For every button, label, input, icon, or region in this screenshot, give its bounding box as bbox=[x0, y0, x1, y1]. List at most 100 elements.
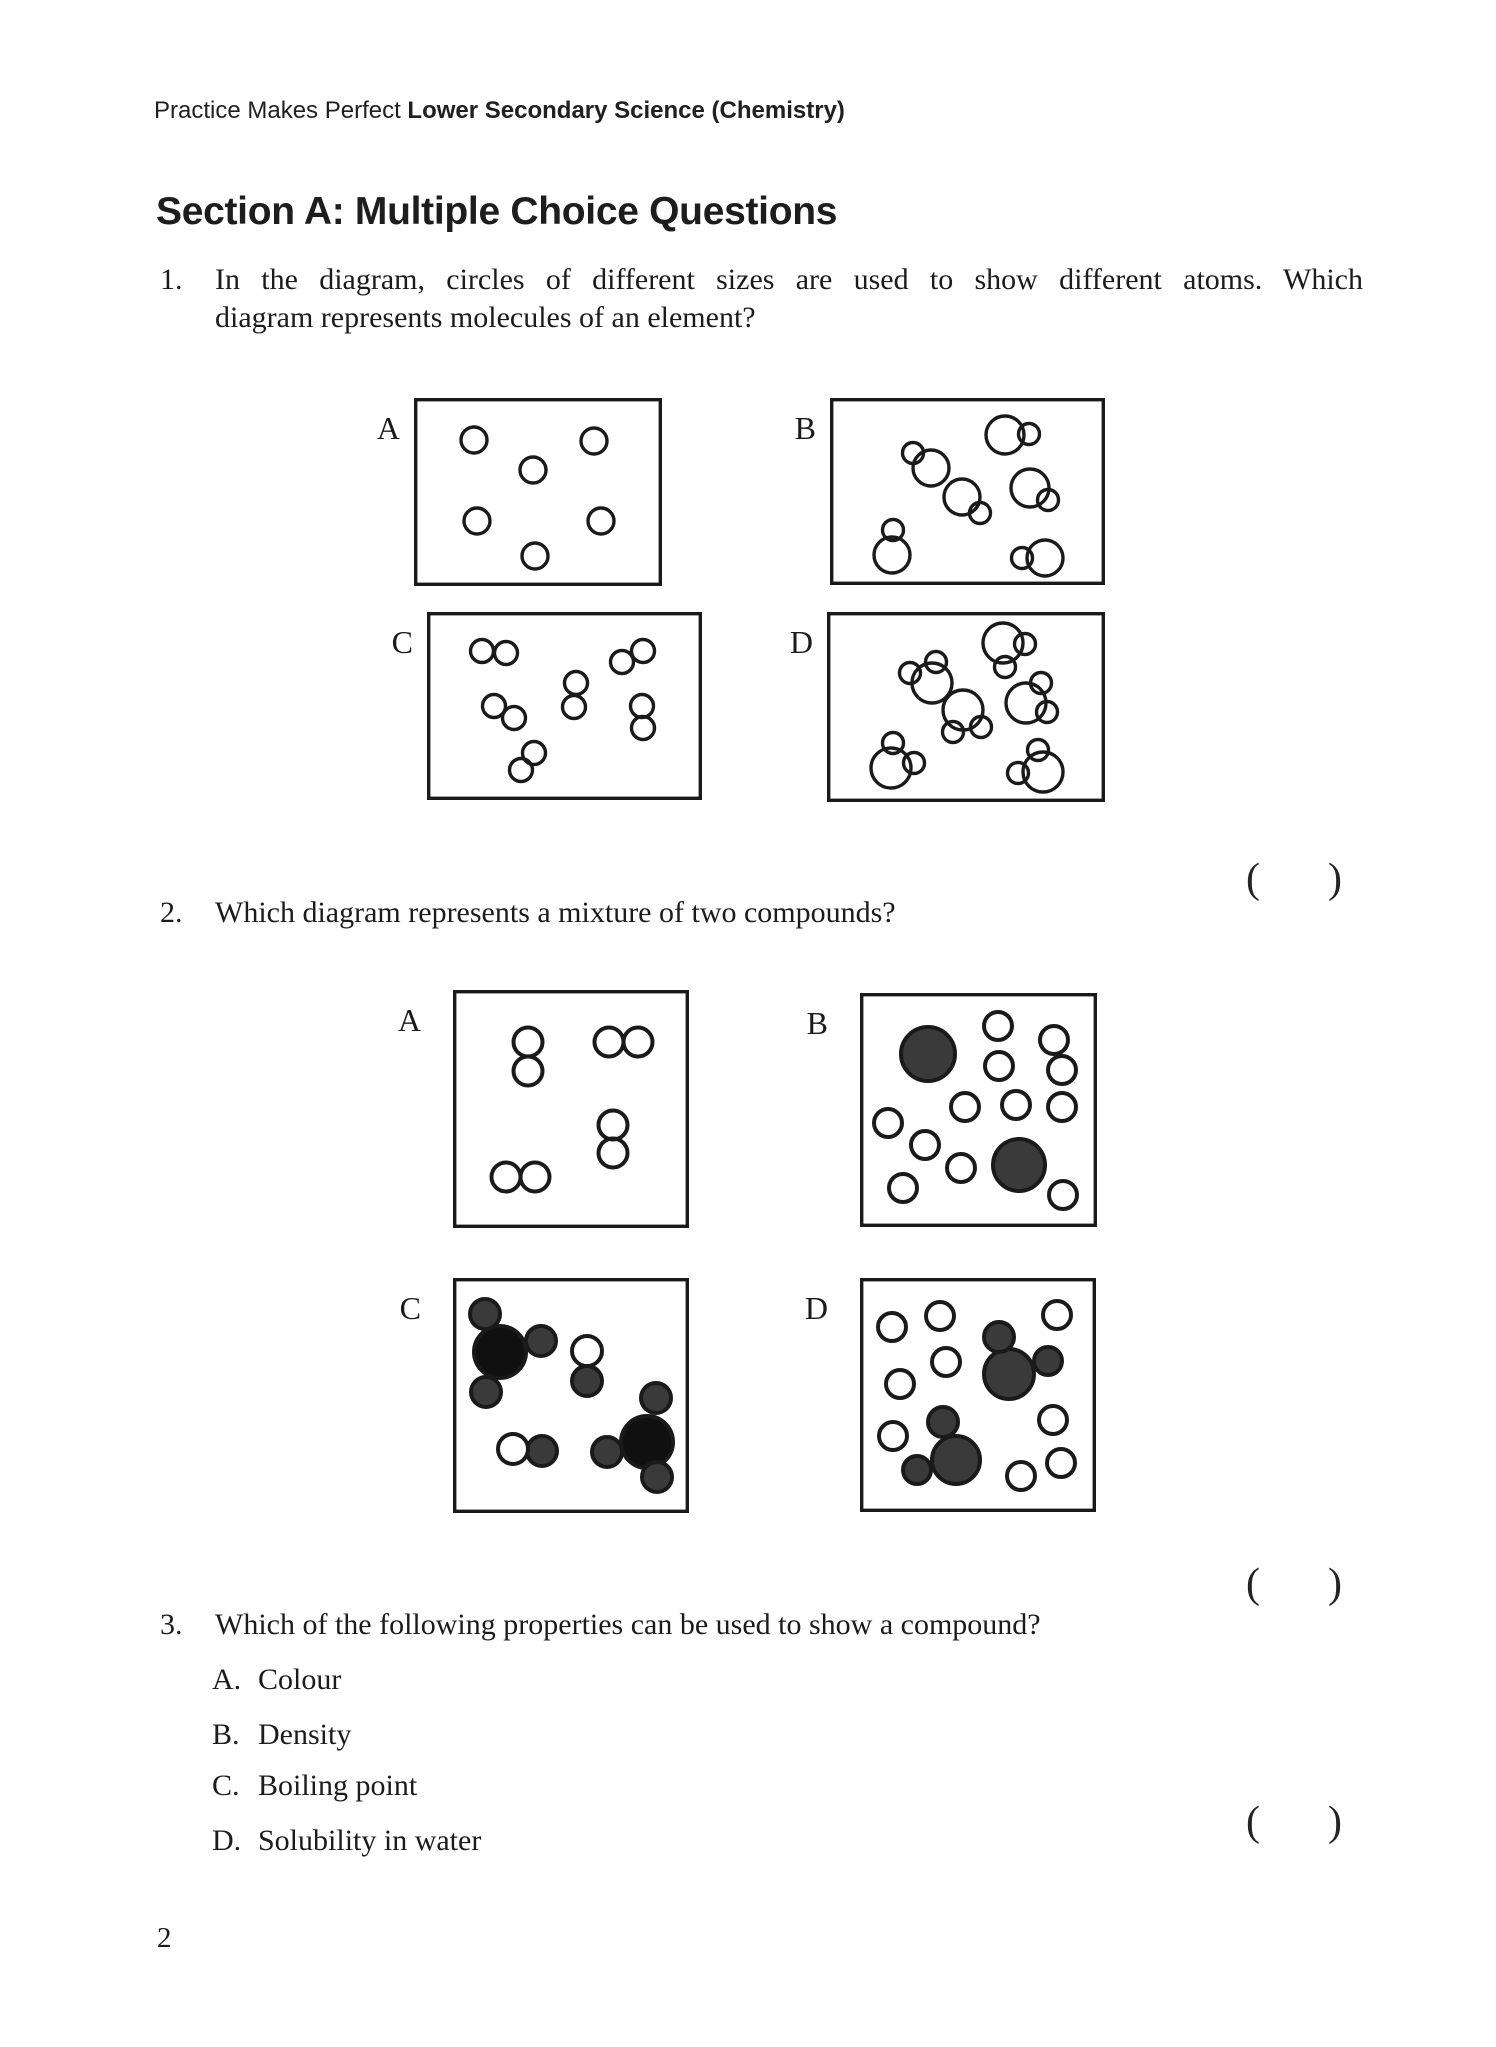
atom-circle bbox=[579, 426, 609, 456]
atom-circle bbox=[1046, 1091, 1078, 1123]
atom-circle bbox=[982, 1010, 1014, 1042]
atom-circle bbox=[1009, 545, 1035, 571]
atom-circle bbox=[872, 1107, 904, 1139]
atom-circle bbox=[981, 621, 1025, 665]
atom-circle bbox=[596, 1136, 630, 1170]
atom-circle bbox=[945, 1152, 977, 1184]
atom-circle bbox=[1041, 1299, 1073, 1331]
atom-circle bbox=[511, 1054, 545, 1088]
atom-circle bbox=[492, 639, 520, 667]
diagram-q1-B bbox=[830, 398, 1105, 585]
q3-option-b-text: Density bbox=[258, 1718, 352, 1751]
atom-circle bbox=[500, 704, 528, 732]
answer-blank-q3: ( ) bbox=[1246, 1798, 1342, 1846]
diagram-q2-D bbox=[860, 1278, 1096, 1512]
atom-circle bbox=[518, 455, 548, 485]
question-1-line-1: In the diagram, circles of different siz… bbox=[215, 263, 1363, 296]
diagram-q1-A bbox=[414, 398, 662, 586]
diagram-q2-C bbox=[453, 1278, 689, 1513]
question-3-number: 3. bbox=[160, 1608, 183, 1641]
atom-circle bbox=[468, 1297, 502, 1331]
atom-circle bbox=[872, 535, 912, 575]
atom-circle bbox=[1028, 670, 1054, 696]
atom-circle bbox=[940, 719, 966, 745]
atom-circle bbox=[897, 660, 923, 686]
atom-circle bbox=[1037, 1404, 1069, 1436]
atom-circle bbox=[1032, 1345, 1064, 1377]
atom-circle bbox=[520, 541, 550, 571]
atom-circle bbox=[899, 1025, 957, 1083]
atom-circle bbox=[621, 1025, 655, 1059]
atom-circle bbox=[1047, 1179, 1079, 1211]
atom-circle bbox=[869, 746, 913, 790]
atom-circle bbox=[472, 1324, 528, 1380]
diagram-label-q1-D: D bbox=[789, 624, 813, 660]
atom-circle bbox=[507, 756, 535, 784]
diagram-q2-A bbox=[453, 990, 689, 1228]
atom-circle bbox=[1034, 699, 1060, 725]
answer-blank-q1: ( ) bbox=[1246, 855, 1342, 903]
atom-circle bbox=[880, 517, 906, 543]
atom-circle bbox=[968, 714, 994, 740]
diagram-border bbox=[830, 398, 1105, 585]
diagram-label-q2-D: D bbox=[804, 1290, 828, 1326]
atom-circle bbox=[901, 750, 927, 776]
q3-option-a-text: Colour bbox=[258, 1663, 342, 1696]
atom-circle bbox=[1012, 631, 1038, 657]
answer-paren-close: ) bbox=[1328, 1799, 1342, 1845]
atom-circle bbox=[518, 1160, 552, 1194]
atom-circle bbox=[459, 425, 489, 455]
question-2-text: Which diagram represents a mixture of tw… bbox=[215, 896, 896, 929]
answer-blank-q2: ( ) bbox=[1246, 1560, 1342, 1608]
diagram-q1-C bbox=[427, 612, 702, 800]
diagram-q2-B bbox=[860, 993, 1097, 1227]
atom-circle bbox=[1016, 421, 1042, 447]
atom-circle bbox=[480, 692, 508, 720]
atom-circle bbox=[1038, 1024, 1070, 1056]
q3-option-d-text: Solubility in water bbox=[258, 1824, 482, 1857]
atom-circle bbox=[930, 1346, 962, 1378]
atom-circle bbox=[1045, 1447, 1077, 1479]
atom-circle bbox=[560, 693, 588, 721]
page-number: 2 bbox=[157, 1922, 172, 1954]
atom-circle bbox=[880, 730, 906, 756]
answer-paren-close: ) bbox=[1328, 1561, 1342, 1607]
atom-circle bbox=[926, 1405, 960, 1439]
atom-circle bbox=[992, 654, 1018, 680]
diagram-border bbox=[453, 990, 689, 1228]
question-3-text: Which of the following properties can be… bbox=[215, 1608, 1041, 1641]
diagram-border bbox=[414, 398, 662, 586]
atom-circle bbox=[909, 1129, 941, 1161]
atom-circle bbox=[924, 1300, 956, 1332]
atom-circle bbox=[949, 1091, 981, 1123]
atom-circle bbox=[525, 1434, 559, 1468]
booklet-header-prefix: Practice Makes Perfect bbox=[154, 97, 408, 124]
atom-circle bbox=[876, 1311, 908, 1343]
atom-circle bbox=[619, 1414, 675, 1470]
atom-circle bbox=[983, 1050, 1015, 1082]
atom-circle bbox=[887, 1172, 919, 1204]
atom-circle bbox=[1046, 1054, 1078, 1086]
answer-paren-open: ( bbox=[1246, 1561, 1260, 1607]
atom-circle bbox=[496, 1432, 530, 1466]
diagram-label-q2-C: C bbox=[399, 1290, 421, 1326]
diagram-label-q1-C: C bbox=[391, 624, 413, 660]
question-2-number: 2. bbox=[160, 896, 183, 929]
atom-circle bbox=[984, 414, 1026, 456]
atom-circle bbox=[629, 637, 657, 665]
atom-circle bbox=[1000, 1089, 1032, 1121]
atom-circle bbox=[1005, 760, 1031, 786]
atom-circle bbox=[520, 739, 548, 767]
q3-option-b-letter: B. bbox=[212, 1718, 240, 1751]
booklet-header-title: Lower Secondary Science (Chemistry) bbox=[407, 97, 845, 124]
diagram-label-q1-A: A bbox=[376, 410, 400, 446]
atom-circle bbox=[1035, 487, 1061, 513]
atom-circle bbox=[884, 1368, 916, 1400]
atom-circle bbox=[590, 1435, 624, 1469]
q3-option-d-letter: D. bbox=[212, 1824, 242, 1857]
answer-paren-close: ) bbox=[1328, 856, 1342, 902]
atom-circle bbox=[967, 500, 993, 526]
atom-circle bbox=[586, 506, 616, 536]
atom-circle bbox=[1025, 737, 1051, 763]
